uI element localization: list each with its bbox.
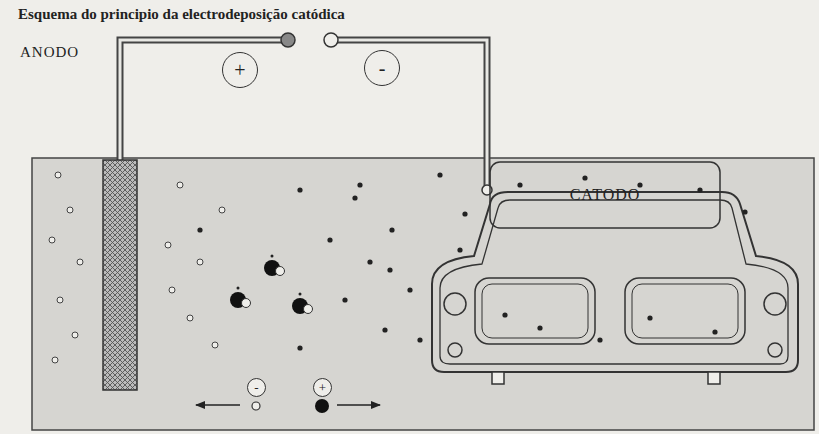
bubble (55, 172, 61, 178)
particle (297, 345, 302, 350)
particle (367, 259, 372, 264)
particle (647, 315, 652, 320)
particle (597, 337, 602, 342)
bubble (169, 287, 175, 293)
bubble (72, 332, 78, 338)
particle (342, 297, 347, 302)
bubble (67, 207, 73, 213)
particle (389, 227, 394, 232)
cathode-car: CATODO (490, 162, 720, 228)
part-label: ANODO (20, 44, 79, 61)
particle (327, 237, 332, 242)
anion-arrow (196, 404, 240, 406)
ion-particles (49, 172, 748, 363)
car-cathode (432, 162, 798, 384)
bubble (49, 237, 55, 243)
charge-sign: + (319, 381, 326, 394)
anion-charge: - (247, 378, 266, 397)
bath (32, 158, 814, 430)
particle (742, 209, 747, 214)
anode-wire (120, 40, 282, 160)
anode-terminal (281, 33, 295, 47)
cation-arrow (337, 404, 380, 406)
anode-polarity: + (222, 52, 258, 88)
particle (457, 247, 462, 252)
particle (462, 211, 467, 216)
bubble (57, 297, 63, 303)
anode-bar (103, 160, 137, 390)
bubble (212, 342, 218, 348)
particle (697, 187, 702, 192)
cathode-terminal (324, 33, 338, 47)
charge-sign: - (254, 381, 258, 394)
bubble (165, 242, 171, 248)
bubble (77, 259, 83, 265)
particle (417, 337, 422, 342)
anion (252, 402, 260, 410)
cation-charge: + (313, 378, 332, 397)
charge-sign: - (379, 58, 386, 78)
particle (502, 312, 507, 317)
particle (352, 195, 357, 200)
particle (297, 187, 302, 192)
anode-wire-inner (120, 40, 282, 160)
bubble (219, 207, 225, 213)
cation (315, 399, 329, 413)
bubble (197, 259, 203, 265)
bubble (177, 182, 183, 188)
particle (382, 327, 387, 332)
particle (387, 267, 392, 272)
particle (517, 182, 522, 187)
particle (357, 182, 362, 187)
ion-pair (264, 255, 285, 277)
particle (437, 172, 442, 177)
charge-sign: + (234, 60, 245, 80)
cathode-wire-inner (337, 40, 487, 186)
particle (582, 175, 587, 180)
particle (407, 287, 412, 292)
particle (712, 329, 717, 334)
cathode-label: CATODO (570, 187, 641, 203)
cathode-wire (337, 40, 487, 186)
particle (197, 227, 202, 232)
particle (537, 325, 542, 330)
bubble (187, 315, 193, 321)
bubble (52, 357, 58, 363)
ion-pair (230, 287, 251, 309)
cathode-polarity: - (364, 50, 400, 86)
ion-pair (292, 293, 313, 315)
diagram-title: Esquema do principio da electrodeposição… (18, 6, 345, 23)
